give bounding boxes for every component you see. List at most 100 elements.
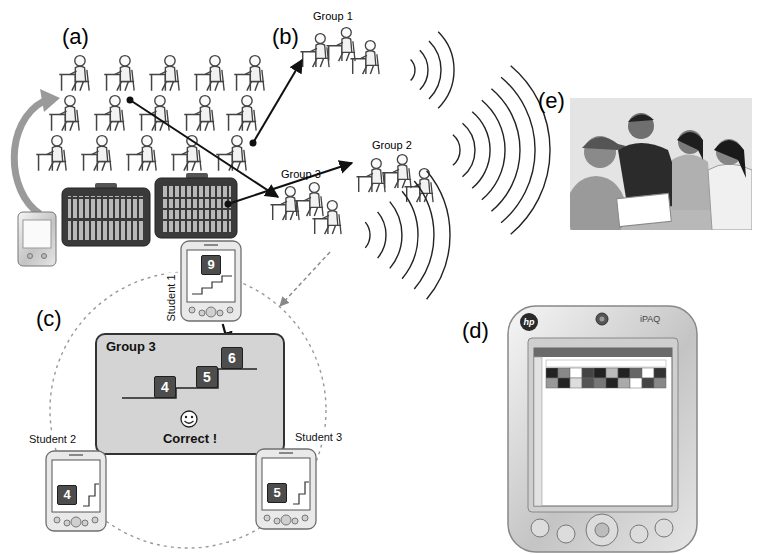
handheld-device bbox=[630, 525, 648, 543]
classroom bbox=[81, 136, 111, 171]
handheld-outline bbox=[192, 276, 232, 294]
handheld-outline bbox=[180, 240, 242, 322]
handheld-outline bbox=[204, 244, 218, 246]
handheld-outline bbox=[64, 520, 70, 526]
group-label: Group 3 bbox=[281, 168, 321, 181]
handheld-device bbox=[594, 368, 606, 378]
handheld-outline bbox=[187, 250, 235, 302]
handheld-outline bbox=[82, 520, 88, 526]
answer-number: 6 bbox=[228, 350, 236, 366]
group-tables bbox=[351, 41, 380, 75]
handheld-outline bbox=[292, 518, 298, 524]
wireless-waves bbox=[491, 89, 520, 212]
device-cycle bbox=[14, 89, 60, 266]
handheld-outline bbox=[83, 484, 99, 506]
feedback-text: Correct ! bbox=[163, 432, 217, 447]
handheld-device bbox=[531, 514, 673, 546]
wireless-waves bbox=[402, 191, 418, 278]
wireless-waves bbox=[463, 123, 475, 177]
handheld-outline bbox=[256, 449, 316, 529]
handheld-device bbox=[570, 378, 582, 388]
group-tables bbox=[295, 183, 324, 217]
device-cases bbox=[68, 196, 144, 218]
classroom bbox=[104, 56, 134, 91]
handheld-device bbox=[655, 519, 673, 537]
handheld-device bbox=[534, 357, 542, 506]
panel-letter: (d) bbox=[462, 318, 489, 343]
handheld-device bbox=[630, 368, 642, 378]
handheld-outline bbox=[264, 515, 270, 521]
handheld-device bbox=[594, 378, 606, 388]
handheld-device bbox=[557, 525, 575, 543]
classroom bbox=[94, 96, 124, 131]
wireless-waves bbox=[482, 100, 505, 200]
handheld-outline bbox=[217, 310, 223, 316]
panel-letter: (b) bbox=[272, 24, 299, 49]
group-photo bbox=[582, 137, 626, 150]
classroom bbox=[59, 56, 89, 91]
stair-line bbox=[122, 369, 257, 398]
handheld-device bbox=[558, 378, 570, 388]
answer-square: 4 bbox=[154, 376, 176, 398]
grouping-arrows bbox=[128, 98, 133, 103]
group-tables bbox=[357, 159, 386, 193]
handheld-outline bbox=[199, 310, 205, 316]
handheld-outline bbox=[71, 517, 81, 527]
handheld-outline bbox=[206, 307, 216, 317]
handheld-device bbox=[508, 306, 697, 552]
group-tables bbox=[383, 155, 412, 189]
device-cycle bbox=[28, 254, 33, 259]
handheld-device bbox=[531, 519, 549, 537]
handheld-device bbox=[606, 378, 618, 388]
handheld-device bbox=[546, 378, 558, 388]
handheld-outline bbox=[92, 517, 98, 523]
handheld-outline bbox=[274, 518, 280, 524]
handheld-device bbox=[546, 368, 666, 388]
handheld-device bbox=[582, 368, 594, 378]
group-photo bbox=[617, 193, 672, 226]
group-tables bbox=[301, 34, 330, 68]
handheld-outline bbox=[54, 517, 60, 523]
panel-letter: (a) bbox=[62, 24, 89, 49]
student-handheld: Student 19 bbox=[180, 240, 242, 322]
classroom bbox=[36, 136, 66, 171]
device-cycle bbox=[23, 220, 51, 248]
wireless-waves bbox=[438, 32, 454, 108]
wireless-waves bbox=[411, 59, 415, 80]
group-photo bbox=[570, 98, 752, 230]
classroom bbox=[126, 136, 156, 171]
smiley-icon bbox=[181, 411, 197, 427]
wireless-waves bbox=[427, 171, 450, 300]
group-label: Group 2 bbox=[372, 139, 412, 152]
answer-square: 5 bbox=[196, 366, 218, 388]
handheld-device bbox=[586, 514, 618, 546]
handheld-outline bbox=[262, 458, 310, 510]
classroom bbox=[234, 56, 264, 91]
handheld-outline bbox=[46, 451, 106, 531]
group-photo bbox=[672, 154, 712, 210]
wireless-waves bbox=[472, 112, 490, 189]
device-cycle bbox=[18, 212, 56, 266]
handheld-device bbox=[534, 348, 672, 506]
handheld-device bbox=[546, 360, 666, 367]
student-label: Student 2 bbox=[27, 433, 78, 446]
handheld-outline bbox=[69, 454, 83, 456]
handheld-device bbox=[508, 306, 697, 552]
panel-letter: (e) bbox=[538, 88, 565, 113]
handheld-device bbox=[595, 523, 609, 537]
handheld-device bbox=[654, 368, 666, 378]
wireless-waves bbox=[365, 32, 550, 300]
handheld-outline bbox=[279, 452, 293, 454]
group-tables bbox=[271, 28, 434, 235]
group-heading: Group 3 bbox=[106, 340, 156, 355]
wireless-waves bbox=[414, 181, 434, 289]
screen-number: 5 bbox=[267, 483, 287, 503]
classroom bbox=[139, 96, 169, 131]
handheld-device bbox=[654, 378, 666, 388]
student-label: Student 1 bbox=[165, 272, 178, 323]
device-cases bbox=[62, 188, 150, 246]
brand-logo: hp bbox=[520, 313, 538, 331]
